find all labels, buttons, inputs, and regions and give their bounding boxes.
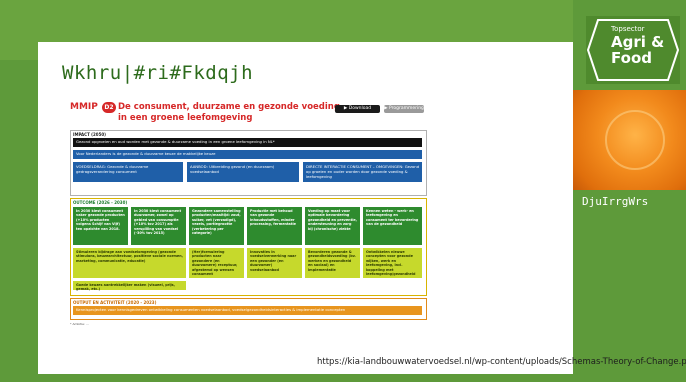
- outcome-row2-card-2: (Her)formulering producten naar gezonder…: [189, 248, 244, 278]
- outcome-card-4: Productie met behoud van gezonde inhouds…: [247, 207, 302, 245]
- impact-sub-interaction: DIRECTE INTERACTIE CONSUMENT – OMGEVINGE…: [303, 162, 422, 182]
- doc-footnote: * Ambitie: ...: [70, 322, 89, 326]
- outcome-card-1: In 2030 kiest consument vaker gezonde pr…: [73, 207, 128, 245]
- outcome-card-3: Gezondere samenstelling producten/maalti…: [189, 207, 244, 245]
- outcome-row2-card-4: Bevorderen gezonde & gezondheidsvoeding …: [305, 248, 360, 278]
- outcome-row2-card-1: Stimuleren bijdrage aan voedselomgeving …: [73, 248, 186, 278]
- impact-sub-consumer: VOEDSELDRAG: Gezonde & duurzame gedragsv…: [73, 162, 183, 182]
- outcome-card-2: In 2030 kiest consument duurzamer, zowel…: [131, 207, 186, 245]
- logo-food-text: Food: [611, 49, 652, 67]
- impact-bar-second: Voor Nederlanders is de gezonde & duurza…: [73, 150, 422, 159]
- doc-heading-line1: De consument, duurzame en gezonde voedin…: [118, 102, 344, 112]
- impact-sub-supply: AANBOD: Uitbreiding gezond (en duurzaam)…: [187, 162, 299, 182]
- outcome-label: OUTCOME (2026 - 2030): [73, 200, 128, 205]
- download-description-button[interactable]: ▶ Download beschrijving: [335, 105, 380, 119]
- outcome-card-6: Kennen weten - werk- en leefomgeving en …: [363, 207, 422, 245]
- outcome-row2-card-3: Innovaties in voedselverwerking naar een…: [247, 248, 302, 278]
- slide-title: Wkhru|#ri#Fkdqjh: [62, 62, 254, 84]
- source-link[interactable]: https://kia-landbouwwatervoedsel.nl/wp-c…: [317, 357, 686, 367]
- logo-hexagon-outline-icon: [586, 19, 680, 81]
- outcome-row3-bar: Goede keuzes aantrekkelijker maken (visu…: [73, 281, 186, 291]
- orange-segments: [605, 110, 665, 170]
- output-label: OUTPUT EN ACTIVITEIT (2020 - 2023): [73, 300, 157, 305]
- impact-bar-main: Gezond opgroeien en oud worden met gezon…: [73, 138, 422, 147]
- doc-heading-line2: in een groene leefomgeving: [118, 113, 253, 123]
- doc-d2-badge: D2: [102, 102, 116, 113]
- logo-topsector-text: Topsector: [611, 25, 645, 33]
- outcome-card-5: Voeding op maat voor optimale bevorderin…: [305, 207, 360, 245]
- logo-agri-text: Agri &: [611, 33, 665, 51]
- doc-mmip-label: MMIP: [70, 102, 98, 112]
- output-bar: Kennisprojecten voor kennisgedreven ontw…: [73, 306, 422, 315]
- programming-button[interactable]: ▶ Programmering: [384, 105, 424, 113]
- topsector-logo: [586, 16, 680, 84]
- side-label: DjuIrrgWrs: [582, 195, 649, 208]
- impact-label: IMPACT (2050): [73, 132, 106, 137]
- outcome-row2-card-5: Ontwikkelen nieuwe concepten voor gezond…: [363, 248, 422, 278]
